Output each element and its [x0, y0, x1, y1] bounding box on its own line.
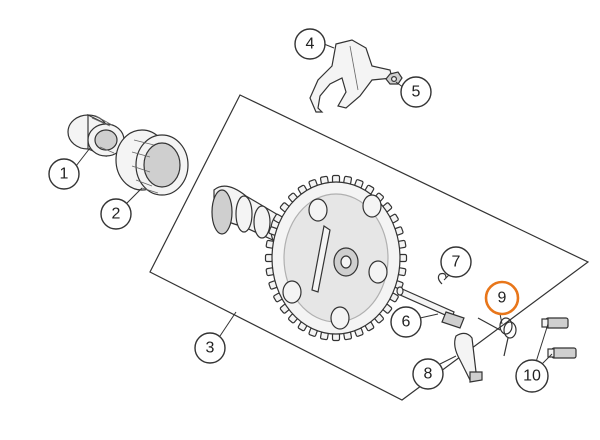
camshaft-sprocket-assembly [211, 174, 408, 342]
callout-1: 1 [48, 158, 80, 190]
leader-10a [535, 323, 549, 363]
leader-6 [419, 313, 439, 319]
large-bearing-part [115, 129, 189, 196]
leader-2 [125, 187, 143, 205]
callout-10-label: 10 [523, 368, 541, 385]
callout-3-label: 3 [206, 340, 215, 357]
lever-part [454, 332, 483, 383]
callout-2-label: 2 [112, 206, 121, 223]
callout-2: 2 [100, 198, 132, 230]
leader-3 [219, 311, 237, 337]
leader-1 [75, 147, 91, 167]
callout-5-label: 5 [412, 84, 421, 101]
callout-9: 9 [484, 280, 520, 316]
decompressor-shaft-part [396, 286, 465, 329]
leader-8 [439, 355, 457, 365]
callout-5: 5 [400, 76, 432, 108]
callout-8: 8 [412, 358, 444, 390]
callout-4-label: 4 [306, 36, 315, 53]
callout-8-label: 8 [424, 366, 433, 383]
leader-9 [499, 313, 503, 325]
assembly-frame [149, 94, 590, 401]
needle-bearing-part [67, 114, 125, 157]
callout-7: 7 [440, 246, 472, 278]
callout-9-label: 9 [498, 290, 507, 307]
screws-part [541, 317, 577, 359]
callout-4: 4 [294, 28, 326, 60]
callout-1-label: 1 [60, 166, 69, 183]
callout-10: 10 [515, 359, 549, 393]
callout-3: 3 [194, 332, 226, 364]
shift-fork-part [309, 39, 393, 113]
callout-6-label: 6 [402, 314, 411, 331]
callout-7-label: 7 [452, 254, 461, 271]
callout-6: 6 [390, 306, 422, 338]
clip-part [437, 272, 447, 285]
spring-part [477, 317, 517, 357]
